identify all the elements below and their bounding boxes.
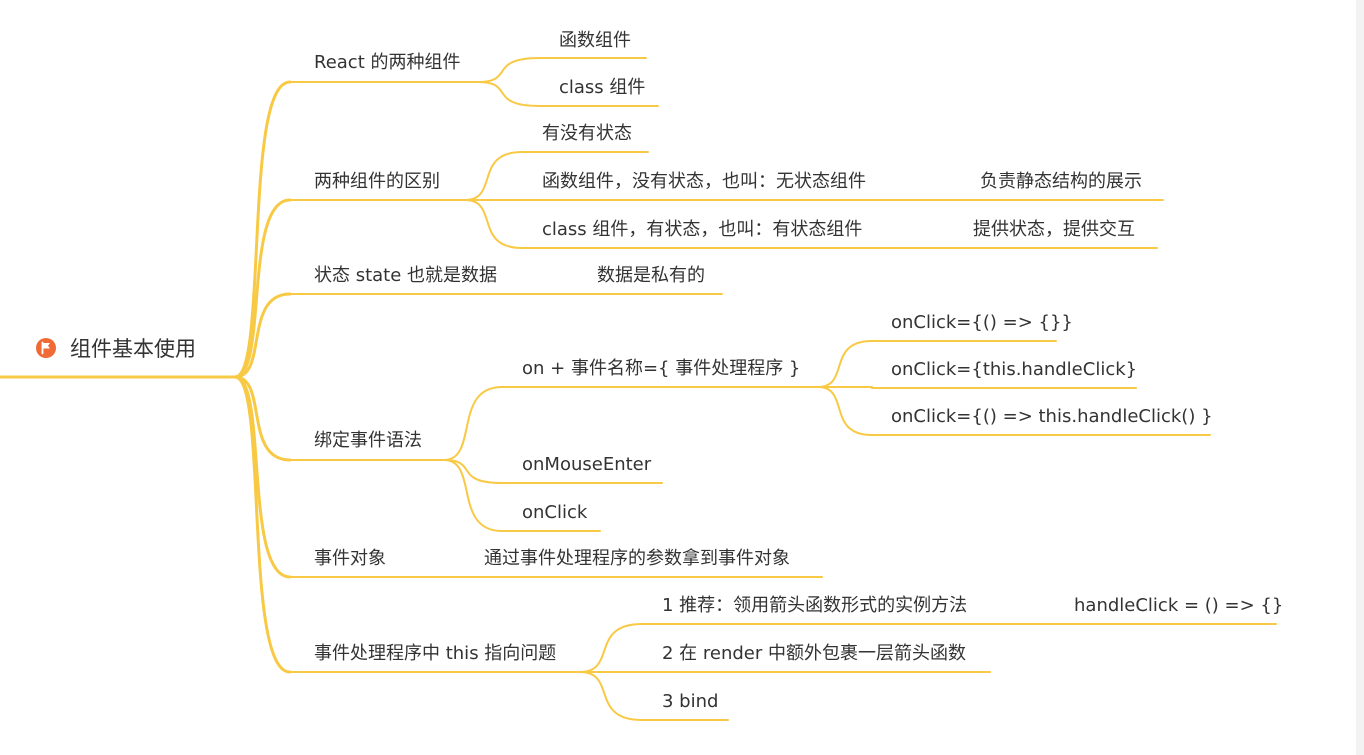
edge-root-n4	[233, 375, 292, 462]
subtopic-event-param[interactable]: 通过事件处理程序的参数拿到事件对象	[484, 548, 790, 569]
subtopic-onmouseenter[interactable]: onMouseEnter	[522, 454, 652, 475]
subtopic-provide-state[interactable]: 提供状态，提供交互	[973, 219, 1135, 240]
root-topic[interactable]: 组件基本使用	[70, 337, 196, 361]
subtopic-onclick-method[interactable]: onClick={this.handleClick}	[891, 359, 1138, 380]
subtopic-class-component[interactable]: class 组件	[559, 77, 646, 98]
edge-n2-n2c	[464, 199, 523, 249]
edge-n1-n1b	[477, 81, 541, 107]
edge-n6-n6c	[579, 671, 643, 721]
subtopic-arrow-method[interactable]: 1 推荐：领用箭头函数形式的实例方法	[662, 595, 968, 616]
subtopic-handleclick-arrow[interactable]: handleClick = () => {}	[1074, 595, 1284, 616]
subtopic-render-arrow[interactable]: 2 在 render 中额外包裹一层箭头函数	[662, 643, 967, 664]
edge-n1-n1a	[477, 57, 541, 83]
subtopic-onclick-arrow-call[interactable]: onClick={() => this.handleClick() }	[891, 406, 1213, 427]
edge-root-n1	[233, 80, 292, 379]
topic-react-two-components[interactable]: React 的两种组件	[314, 52, 461, 73]
subtopic-onclick[interactable]: onClick	[522, 502, 588, 523]
subtopic-function-component[interactable]: 函数组件	[559, 30, 631, 51]
edge-n6-n6a	[579, 623, 643, 673]
subtopic-stateless-component[interactable]: 函数组件，没有状态，也叫：无状态组件	[542, 171, 866, 192]
topic-this-binding[interactable]: 事件处理程序中 this 指向问题	[314, 643, 557, 664]
topic-component-difference[interactable]: 两种组件的区别	[314, 171, 440, 192]
edge-n4-n4c	[443, 459, 503, 532]
subtopic-onclick-arrow[interactable]: onClick={() => {}}	[891, 312, 1073, 333]
flag-icon	[36, 338, 56, 358]
topic-event-object[interactable]: 事件对象	[314, 548, 386, 569]
subtopic-static-structure[interactable]: 负责静态结构的展示	[980, 171, 1142, 192]
edge-root-n3	[233, 292, 292, 379]
edge-n2-n2a	[464, 151, 523, 201]
edge-root-n2	[233, 198, 292, 379]
edge-n4-n4a	[443, 386, 503, 461]
topic-state-is-data[interactable]: 状态 state 也就是数据	[314, 265, 498, 286]
subtopic-data-private[interactable]: 数据是私有的	[597, 265, 705, 286]
edge-n4a-n4a1	[817, 340, 873, 388]
subtopic-stateful-component[interactable]: class 组件，有状态，也叫：有状态组件	[542, 219, 863, 240]
subtopic-bind[interactable]: 3 bind	[662, 691, 719, 712]
scrollbar-track[interactable]	[1356, 0, 1364, 755]
subtopic-event-syntax[interactable]: on + 事件名称={ 事件处理程序 }	[522, 358, 801, 379]
topic-event-binding[interactable]: 绑定事件语法	[314, 430, 422, 451]
edge-root-n6	[233, 375, 292, 674]
edge-n4-n4b	[443, 459, 503, 484]
edge-root-n5	[233, 375, 292, 579]
subtopic-has-state[interactable]: 有没有状态	[542, 123, 632, 144]
edge-n4a-n4a3	[817, 386, 873, 436]
